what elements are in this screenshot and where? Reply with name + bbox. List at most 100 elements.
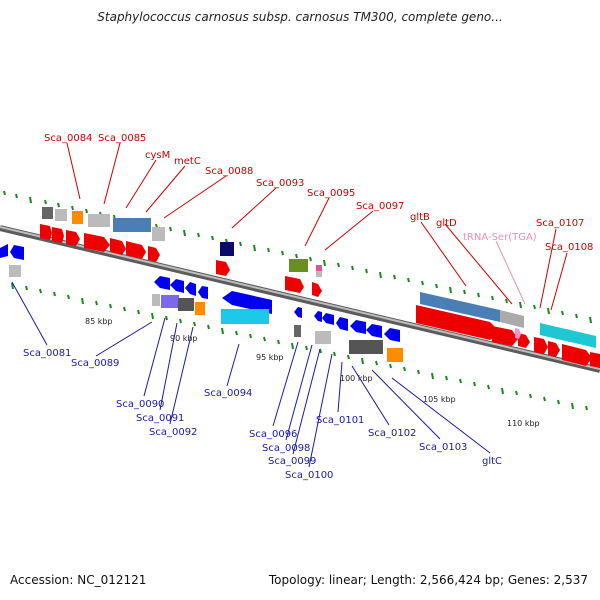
gene-arrow	[416, 305, 500, 340]
gene-label-sca-0097: Sca_0097	[356, 201, 404, 212]
scale-label-100: 100 kbp	[340, 374, 373, 383]
forward-gene-leaders	[66, 142, 568, 311]
gene-block	[161, 295, 179, 308]
gene-label-sca-0093: Sca_0093	[256, 178, 304, 189]
gene-block	[316, 265, 322, 271]
gene-arrow	[492, 326, 518, 346]
gene-arrow	[312, 282, 322, 297]
reverse-class-row	[9, 265, 403, 362]
gene-arrow	[518, 333, 530, 348]
accession-text: Accession: NC_012121	[10, 573, 147, 587]
gene-block	[294, 325, 301, 337]
genome-title: Staphylococcus carnosus subsp. carnosus …	[97, 10, 503, 24]
gene-arrow	[384, 328, 400, 342]
gene-label-sca-0102: Sca_0102	[368, 428, 416, 439]
gene-label-sca-0101: Sca_0101	[316, 415, 364, 426]
gene-arrow	[562, 344, 592, 366]
gene-arrow	[222, 291, 272, 314]
scale-label-105: 105 kbp	[423, 395, 456, 404]
gene-label-metc: metC	[174, 156, 201, 167]
gene-label-sca-0103: Sca_0103	[419, 442, 467, 453]
gene-label-cysm: cysM	[145, 150, 170, 161]
forward-genes	[40, 224, 600, 368]
gene-label-sca-0099: Sca_0099	[268, 456, 316, 467]
trna-leader	[495, 240, 526, 305]
forward-gene-labels: Sca_0084 Sca_0085 cysM metC Sca_0088 Sca…	[44, 133, 593, 253]
gene-arrow	[126, 241, 146, 259]
gene-arrow	[0, 244, 8, 258]
gene-label-sca-0108: Sca_0108	[545, 242, 593, 253]
gene-label-sca-0088: Sca_0088	[205, 166, 253, 177]
gene-label-sca-0081: Sca_0081	[23, 348, 71, 359]
gene-block	[221, 309, 269, 324]
forward-class-row	[42, 207, 596, 348]
gene-block	[500, 310, 524, 328]
gene-label-sca-0090: Sca_0090	[116, 399, 164, 410]
gene-block	[289, 259, 308, 272]
trna-marker	[515, 328, 521, 339]
gene-block	[387, 348, 403, 362]
gene-arrow	[590, 352, 600, 368]
scale-label-95: 95 kbp	[256, 353, 284, 362]
gene-arrow	[52, 227, 64, 243]
gene-arrow	[10, 245, 24, 260]
scale-labels: 85 kbp 90 kbp 95 kbp 100 kbp 105 kbp 110…	[85, 317, 540, 428]
gene-label-sca-0085: Sca_0085	[98, 133, 146, 144]
gene-label-sca-0091: Sca_0091	[136, 413, 184, 424]
gene-arrow	[314, 311, 322, 322]
scale-label-85: 85 kbp	[85, 317, 113, 326]
gene-arrow	[350, 320, 366, 334]
gene-label-gltb: gltB	[410, 212, 430, 223]
gene-arrow	[285, 276, 304, 293]
gene-label-sca-0107: Sca_0107	[536, 218, 584, 229]
gene-label-sca-0089: Sca_0089	[71, 358, 119, 369]
gene-arrow	[294, 307, 302, 318]
gene-label-trna-ser: tRNA-Ser(TGA)	[463, 232, 537, 243]
gene-label-sca-0095: Sca_0095	[307, 188, 355, 199]
gene-label-sca-0096: Sca_0096	[249, 429, 297, 440]
reverse-gene-labels: Sca_0081 Sca_0089 Sca_0090 Sca_0091 Sca_…	[23, 348, 502, 481]
gene-block	[88, 214, 110, 227]
gene-block	[152, 294, 160, 306]
gene-block	[540, 323, 570, 342]
gene-arrow	[148, 246, 160, 262]
gene-label-sca-0098: Sca_0098	[262, 443, 310, 454]
gene-arrow	[548, 341, 560, 357]
gene-arrow	[154, 276, 170, 290]
gene-block	[72, 211, 83, 224]
gene-block	[113, 218, 151, 232]
scale-ticks-bottom	[11, 282, 588, 411]
gene-block	[42, 207, 53, 219]
gene-label-sca-0094: Sca_0094	[204, 388, 252, 399]
gene-label-sca-0100: Sca_0100	[285, 470, 333, 481]
scale-label-110: 110 kbp	[507, 419, 540, 428]
gene-arrow	[185, 282, 196, 296]
scale-label-90: 90 kbp	[170, 334, 198, 343]
gene-arrow	[110, 238, 126, 255]
gene-block	[315, 331, 331, 344]
gene-arrow	[322, 313, 334, 325]
gene-label-sca-0084: Sca_0084	[44, 133, 92, 144]
gene-label-sca-0092: Sca_0092	[149, 427, 197, 438]
genome-summary-text: Topology: linear; Length: 2,566,424 bp; …	[268, 573, 588, 587]
gene-block	[152, 227, 165, 241]
gene-label-gltc: gltC	[482, 456, 502, 467]
gene-arrow	[66, 230, 80, 246]
gene-block	[566, 329, 596, 348]
gene-block	[349, 340, 383, 354]
reverse-genes	[0, 244, 400, 342]
gene-arrow	[336, 317, 348, 331]
gene-block	[9, 265, 21, 277]
gene-arrow	[216, 260, 230, 276]
gene-block	[195, 302, 205, 315]
gene-arrow	[170, 279, 184, 293]
gene-block	[178, 298, 194, 311]
gene-arrow	[198, 286, 208, 299]
gene-label-gltd: gltD	[436, 218, 457, 229]
gene-arrow	[40, 224, 52, 240]
gene-block	[220, 242, 234, 256]
reverse-gene-leaders	[11, 281, 491, 468]
gene-block	[420, 292, 500, 322]
